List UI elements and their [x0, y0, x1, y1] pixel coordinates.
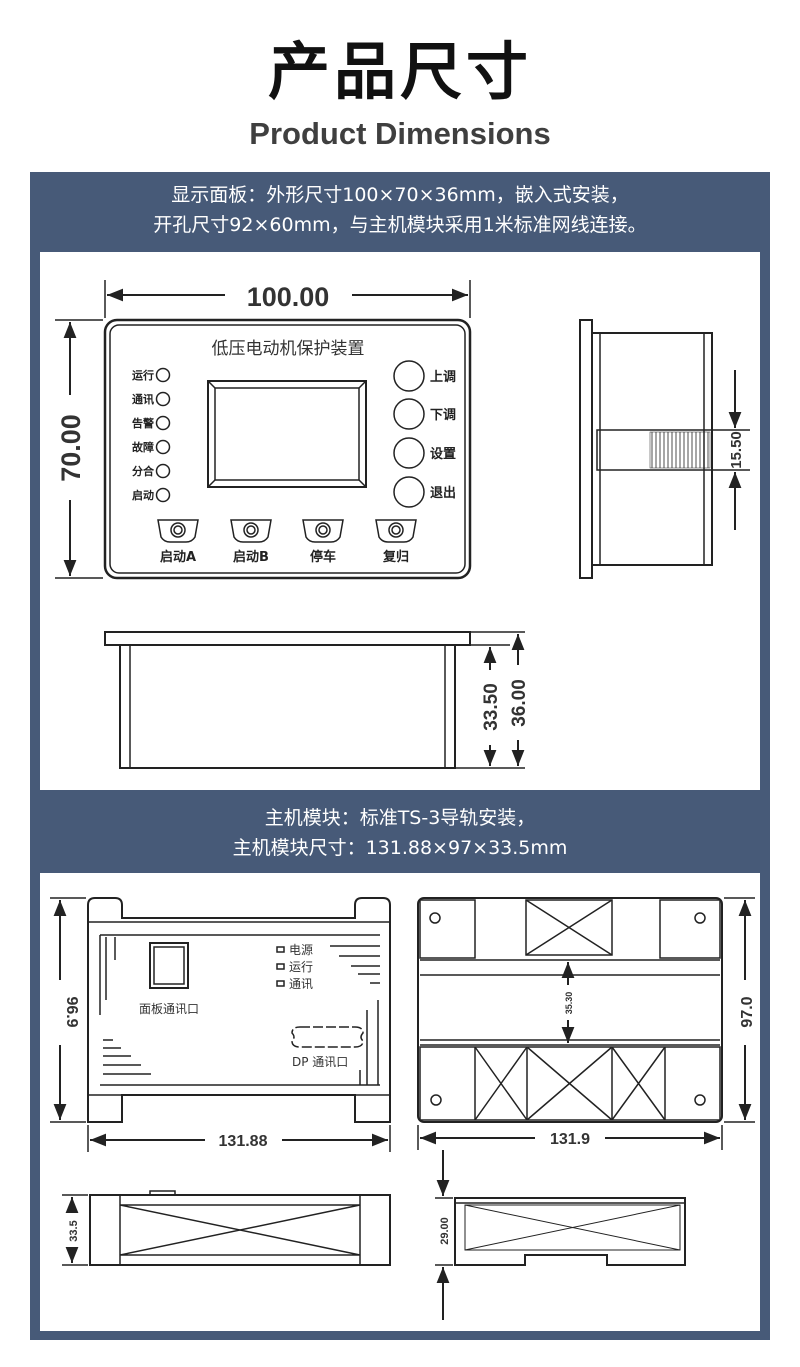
button-up-label: 上调: [430, 370, 456, 385]
display-top-view: [104, 631, 525, 769]
dim-depth-body: 33.50: [481, 683, 502, 731]
header-line-2: 主机模块尺寸：131.88×97×33.5mm: [232, 837, 568, 859]
module-side-view-right: [435, 1150, 686, 1320]
module-side-view-left: [62, 1190, 391, 1266]
dim-side-left: 33.5: [68, 1220, 80, 1241]
page-title-cn: 产品尺寸: [267, 35, 532, 108]
header-line-2: 开孔尺寸92×60mm，与主机模块采用1米标准网线连接。: [153, 214, 647, 236]
dp-port-label: DP 通讯口: [292, 1055, 348, 1069]
display-panel-drawings: [40, 252, 760, 790]
module-led-label: 运行: [289, 960, 313, 974]
display-side-view: [579, 319, 750, 579]
module-led-label: 通讯: [289, 977, 313, 991]
button-set-label: 设置: [430, 447, 456, 462]
led-label: 分合: [132, 464, 155, 478]
side-button-shapes: [393, 360, 425, 508]
bottom-button-shapes: [157, 519, 417, 543]
dim-front-height: 96.9: [63, 996, 80, 1027]
module-back-view: [417, 897, 755, 1150]
dim-connector: 15.50: [728, 431, 745, 469]
module-front-view: [50, 897, 391, 1152]
dim-back-width: 131.9: [550, 1131, 590, 1148]
panel-port-label: 面板通讯口: [139, 1002, 199, 1016]
dim-back-height: 97.0: [739, 996, 756, 1027]
dim-side-right: 29.00: [439, 1217, 451, 1245]
host-module-header: 主机模块：标准TS-3导轨安装， 主机模块尺寸：131.88×97×33.5mm: [30, 803, 770, 863]
dim-rail: 35.30: [564, 992, 574, 1015]
button-start-b-label: 启动B: [233, 549, 269, 565]
module-led-label: 电源: [289, 943, 313, 957]
button-start-a-label: 启动A: [160, 549, 196, 565]
button-down-label: 下调: [430, 408, 456, 423]
led-label: 启动: [132, 488, 154, 502]
button-reset-label: 复归: [382, 549, 409, 565]
dim-front-width: 131.88: [219, 1133, 268, 1150]
button-exit-label: 退出: [430, 485, 456, 501]
dim-depth-total: 36.00: [509, 679, 530, 727]
button-stop-label: 停车: [310, 549, 336, 565]
display-panel-header: 显示面板：外形尺寸100×70×36mm，嵌入式安装， 开孔尺寸92×60mm，…: [30, 180, 770, 240]
header-line-1: 主机模块：标准TS-3导轨安装，: [264, 807, 536, 829]
led-indicators: [155, 367, 171, 503]
display-front-view: [55, 280, 472, 580]
dim-width: 100.00: [247, 282, 330, 312]
device-title: 低压电动机保护装置: [212, 339, 365, 359]
led-label: 故障: [132, 440, 154, 454]
led-label: 运行: [132, 368, 154, 382]
dim-height: 70.00: [56, 414, 86, 482]
header-line-1: 显示面板：外形尺寸100×70×36mm，嵌入式安装，: [171, 184, 629, 206]
led-label: 告警: [132, 416, 154, 430]
led-label: 通讯: [132, 393, 154, 406]
page-title-en: Product Dimensions: [249, 116, 551, 151]
